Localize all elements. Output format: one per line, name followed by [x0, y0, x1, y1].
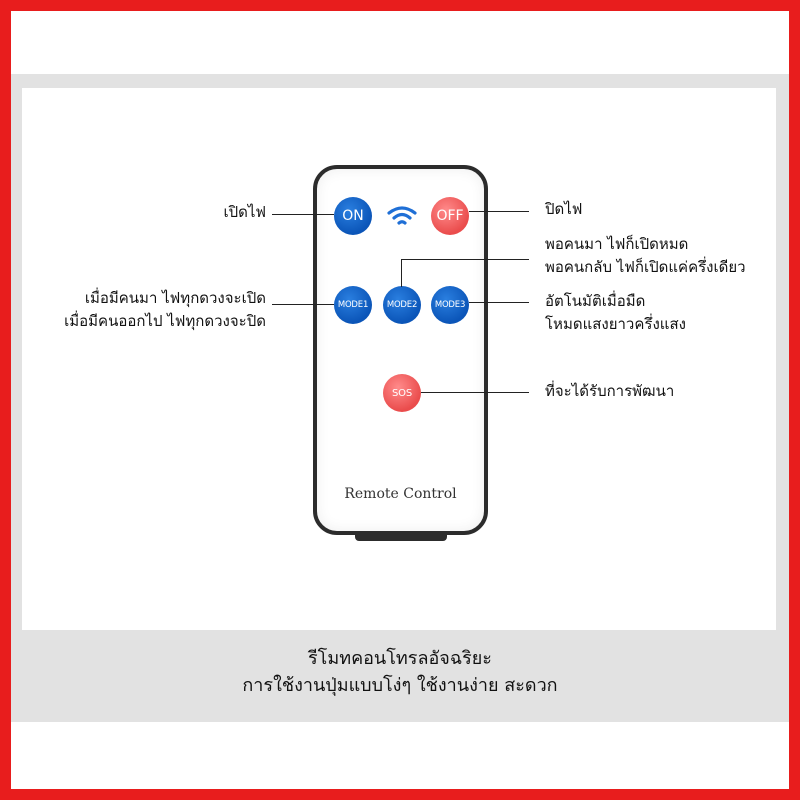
mode1-leader-line	[272, 304, 334, 305]
mode3-callout-line1: อัตโนมัติเมื่อมืด	[545, 292, 646, 310]
mode2-leader-line	[401, 259, 529, 260]
sos-button-label: SOS	[392, 387, 412, 399]
on-button-label: ON	[342, 208, 364, 224]
sos-callout: ที่จะได้รับการพัฒนา	[545, 382, 675, 400]
mode1-callout-line1: เมื่อมีคนมา ไฟทุกดวงจะเปิด	[84, 289, 266, 307]
caption-line1: รีโมทคอนโทรลอัจฉริยะ	[308, 648, 492, 669]
mode1-callout: เมื่อมีคนมา ไฟทุกดวงจะเปิด เมื่อมีคนออกไ…	[30, 287, 266, 333]
mode3-callout-line2: โหมดแสงยาวครึ่งแสง	[545, 315, 686, 333]
mode1-button-label: MODE1	[337, 300, 369, 310]
mode2-callout: พอคนมา ไฟก็เปิดหมด พอคนกลับ ไฟก็เปิดแค่ค…	[545, 233, 746, 279]
off-callout: ปิดไฟ	[545, 200, 583, 218]
mode2-callout-line1: พอคนมา ไฟก็เปิดหมด	[545, 235, 689, 253]
mode2-button[interactable]: MODE2	[383, 286, 421, 324]
mode3-callout: อัตโนมัติเมื่อมืด โหมดแสงยาวครึ่งแสง	[545, 290, 686, 336]
off-button[interactable]: OFF	[431, 197, 469, 235]
sos-button[interactable]: SOS	[383, 374, 421, 412]
off-button-label: OFF	[436, 208, 464, 224]
mode1-button[interactable]: MODE1	[334, 286, 372, 324]
remote-control-label: Remote Control	[344, 486, 457, 502]
mode1-callout-line2: เมื่อมีคนออกไป ไฟทุกดวงจะปิด	[64, 312, 266, 330]
mode2-leader-vertical	[401, 259, 402, 287]
mode2-button-label: MODE2	[386, 300, 418, 310]
on-leader-line	[272, 214, 334, 215]
remote-bottom-edge	[355, 535, 447, 541]
on-button[interactable]: ON	[334, 197, 372, 235]
mode2-callout-line2: พอคนกลับ ไฟก็เปิดแค่ครึ่งเดียว	[545, 258, 746, 276]
mode3-button-label: MODE3	[434, 300, 466, 310]
mode3-button[interactable]: MODE3	[431, 286, 469, 324]
wifi-signal-icon	[387, 206, 417, 225]
sos-leader-line	[421, 392, 529, 393]
off-leader-line	[469, 211, 529, 212]
mode3-leader-line	[469, 302, 529, 303]
on-callout: เปิดไฟ	[223, 203, 266, 221]
caption-line2: การใช้งานปุ่มแบบโง่ๆ ใช้งานง่าย สะดวก	[242, 675, 558, 696]
product-caption: รีโมทคอนโทรลอัจฉริยะ การใช้งานปุ่มแบบโง่…	[11, 645, 789, 699]
